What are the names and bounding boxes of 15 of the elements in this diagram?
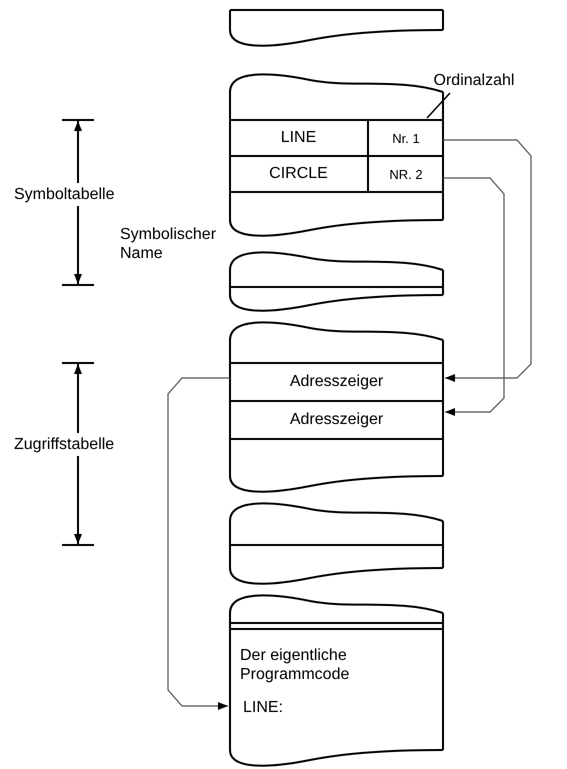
annotation-label: Ordinalzahl xyxy=(434,72,514,90)
code-label: LINE: xyxy=(243,698,284,717)
code-caption: Der eigentliche Programmcode xyxy=(240,646,350,684)
cell-text: Nr. 1 xyxy=(392,130,420,146)
leader-line xyxy=(426,92,451,118)
arrow xyxy=(443,177,505,416)
arrow xyxy=(167,377,230,710)
cell-text: Adresszeiger xyxy=(290,373,384,391)
dimension-label: Symboltabelle xyxy=(14,183,114,206)
cell-text: LINE xyxy=(280,129,316,147)
arrow xyxy=(443,139,532,382)
dimension-label: Zugriffstabelle xyxy=(14,433,114,456)
cell-text: CIRCLE xyxy=(269,165,328,183)
cell-text: NR. 2 xyxy=(389,166,423,182)
cell-text: Adresszeiger xyxy=(290,411,384,429)
